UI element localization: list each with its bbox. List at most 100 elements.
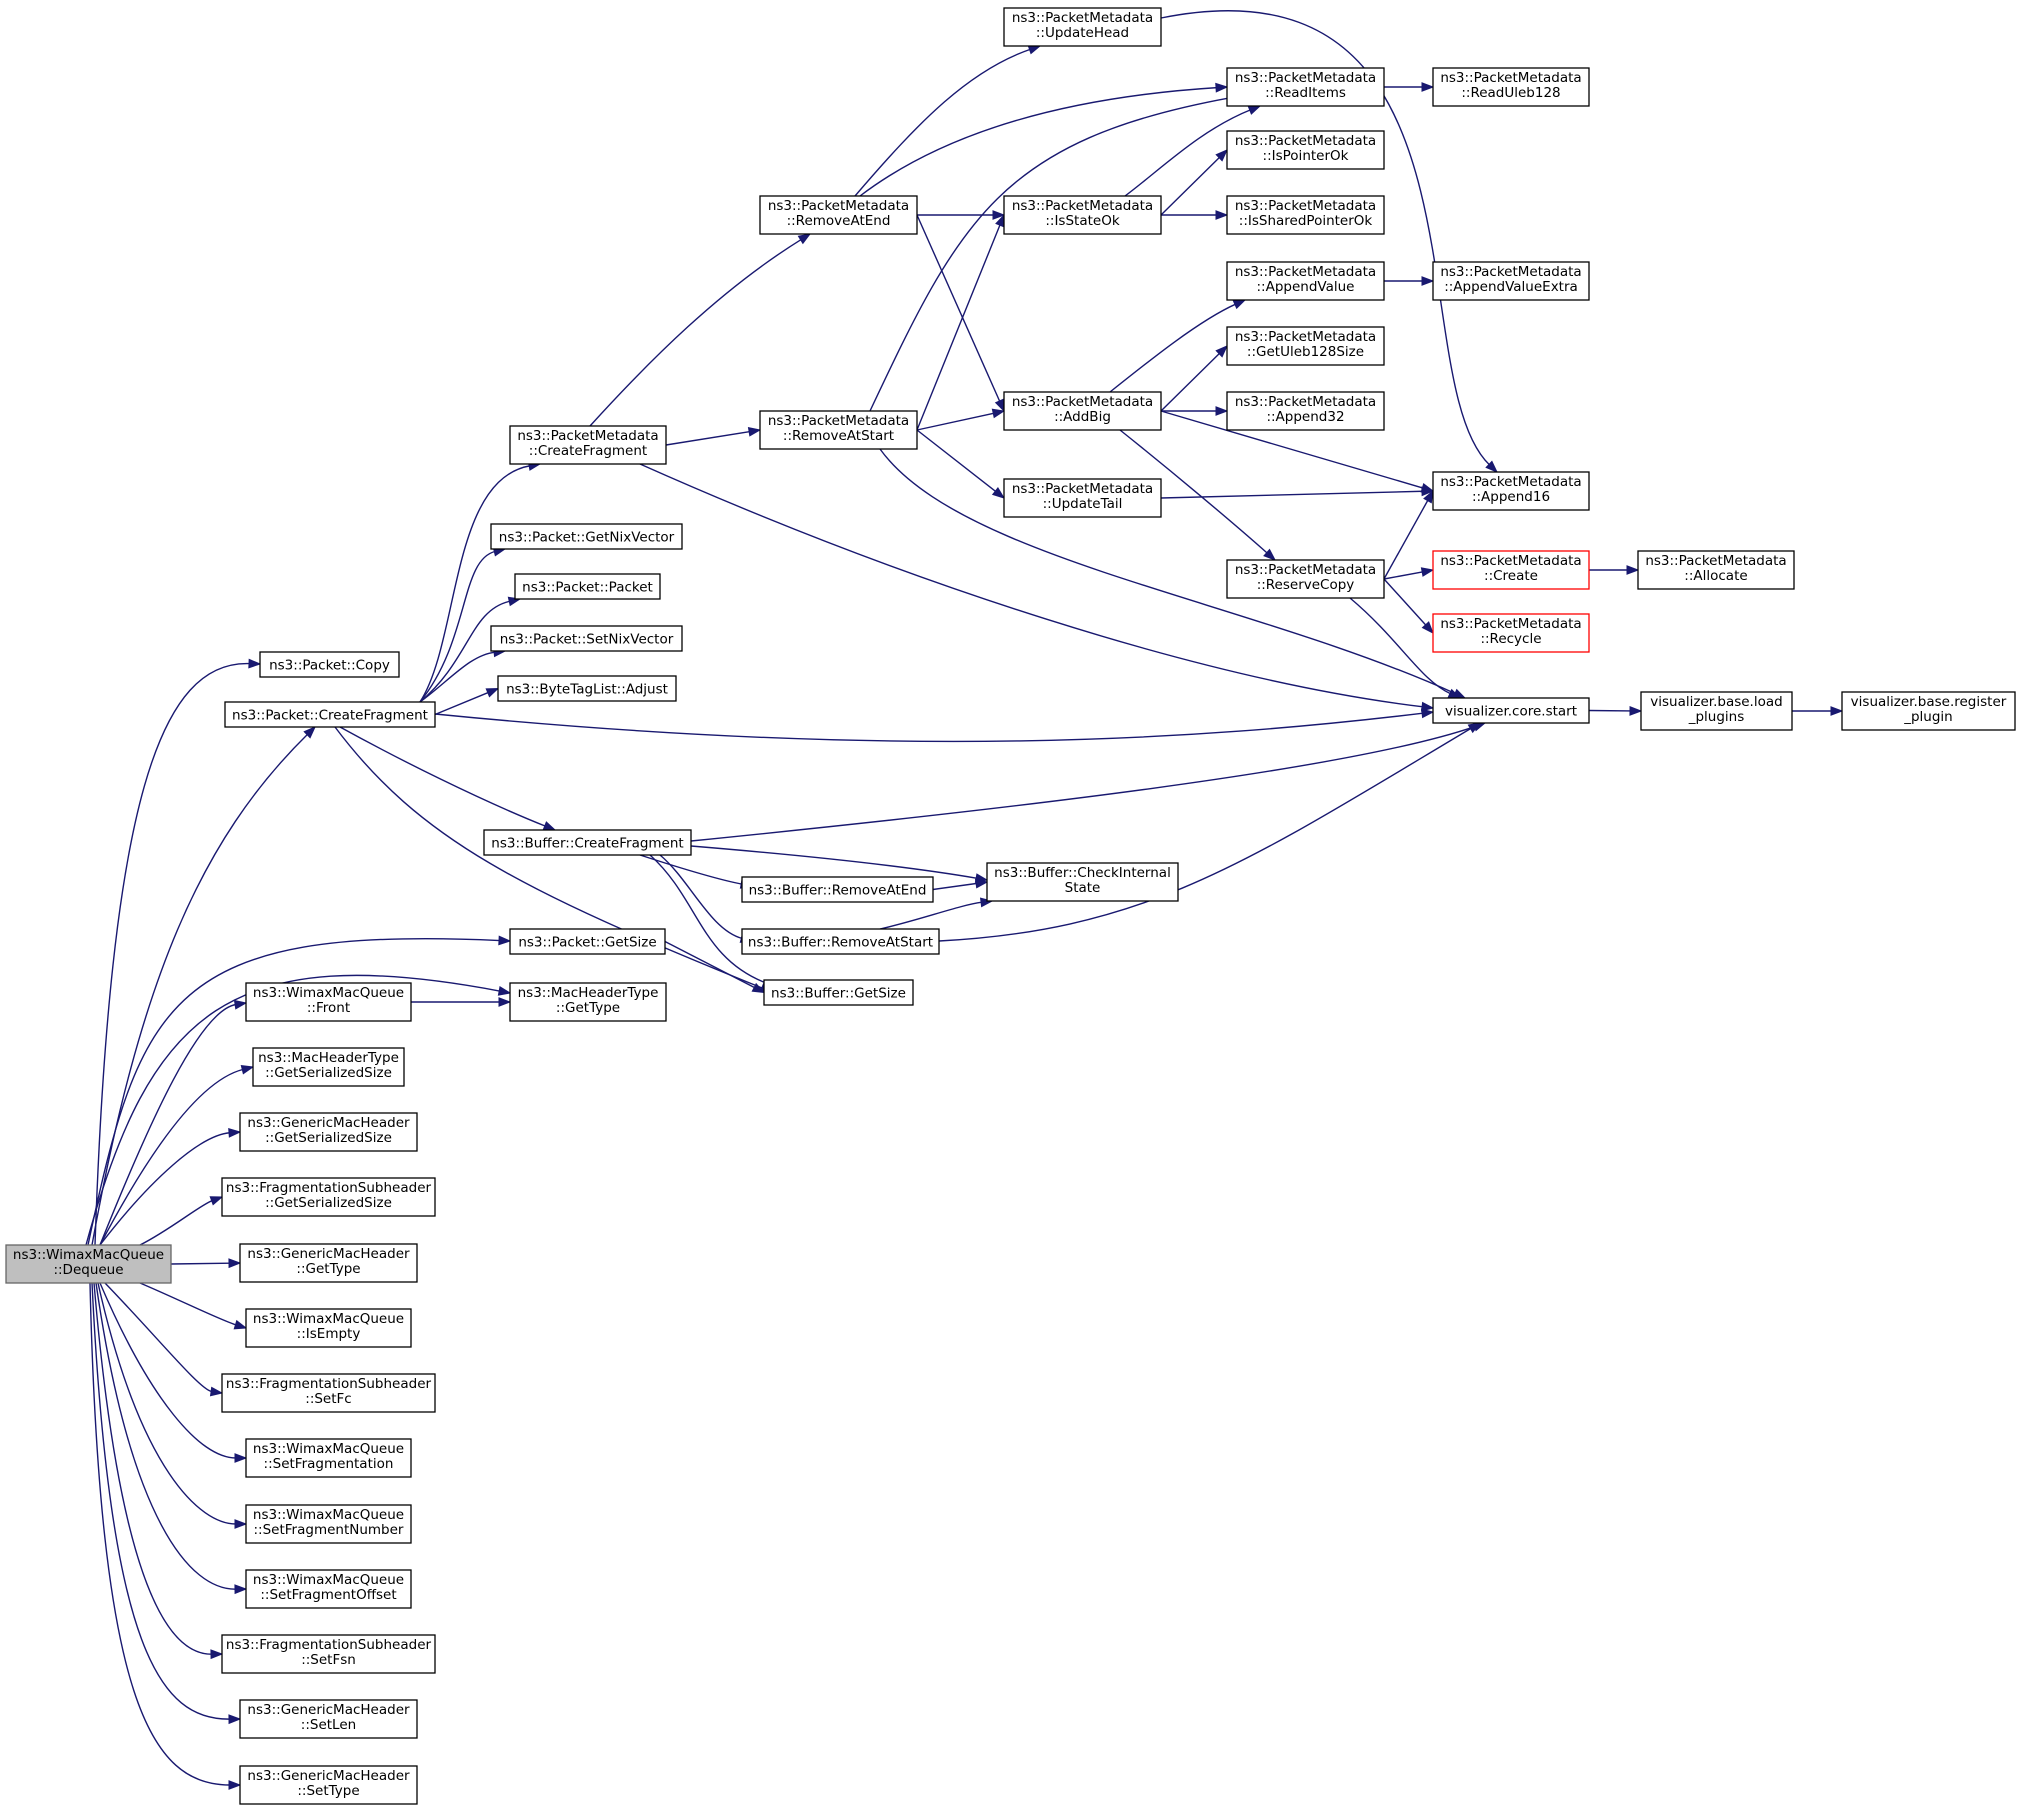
edge-p-cf-to-p-gnv: [419, 546, 507, 703]
node-pm-ispo[interactable]: ns3::PacketMetadata::IsSharedPointerOk: [1226, 195, 1385, 235]
node-pm-a16[interactable]: ns3::PacketMetadata::Append16: [1432, 471, 1590, 511]
node-label: ::AppendValue: [1257, 279, 1355, 295]
node-gmh-sl[interactable]: ns3::GenericMacHeader::SetLen: [239, 1699, 418, 1739]
node-p-packet[interactable]: ns3::Packet::Packet: [514, 573, 661, 600]
node-gmh-gss[interactable]: ns3::GenericMacHeader::GetSerializedSize: [239, 1112, 418, 1152]
node-mht-gss[interactable]: ns3::MacHeaderType::GetSerializedSize: [252, 1047, 405, 1087]
edge-pm-rc-to-pm-a16: [1383, 489, 1434, 580]
node-label: ns3::PacketMetadata: [1235, 198, 1376, 214]
edge-pm-uh-to-pm-a16: [1160, 10, 1499, 473]
node-pm-ri[interactable]: ns3::PacketMetadata::ReadItems: [1226, 67, 1385, 107]
node-label: ns3::PacketMetadata: [1440, 474, 1581, 490]
node-box: [509, 928, 666, 955]
node-gmh-st[interactable]: ns3::GenericMacHeader::SetType: [239, 1765, 418, 1805]
node-pm-ut[interactable]: ns3::PacketMetadata::UpdateTail: [1003, 478, 1162, 518]
node-label: ::GetUleb128Size: [1247, 344, 1364, 360]
node-label: ns3::PacketMetadata: [1012, 394, 1153, 410]
node-btl-adj[interactable]: ns3::ByteTagList::Adjust: [497, 675, 677, 702]
node-pm-rae[interactable]: ns3::PacketMetadata::RemoveAtEnd: [759, 195, 918, 235]
node-pm-ab[interactable]: ns3::PacketMetadata::AddBig: [1003, 391, 1162, 431]
node-box: [1003, 195, 1162, 235]
node-box: [1226, 391, 1385, 431]
node-pm-gu[interactable]: ns3::PacketMetadata::GetUleb128Size: [1226, 326, 1385, 366]
node-pm-ras[interactable]: ns3::PacketMetadata::RemoveAtStart: [759, 410, 918, 450]
node-fsh-gss[interactable]: ns3::FragmentationSubheader::GetSerializ…: [221, 1177, 436, 1217]
node-label: ns3::PacketMetadata: [1440, 616, 1581, 632]
node-box: [239, 1112, 418, 1152]
edge-pm-create-to-pm-alloc: [1589, 565, 1640, 575]
node-fsh-sfsn[interactable]: ns3::FragmentationSubheader::SetFsn: [221, 1634, 436, 1674]
node-label: ns3::PacketMetadata: [1440, 553, 1581, 569]
node-label: ns3::FragmentationSubheader: [226, 1637, 432, 1653]
node-wmq-front[interactable]: ns3::WimaxMacQueue::Front: [245, 982, 412, 1022]
edge-dequeue-to-fsh-sfsn: [93, 1282, 224, 1660]
node-pm-iso[interactable]: ns3::PacketMetadata::IsStateOk: [1003, 195, 1162, 235]
node-p-gs[interactable]: ns3::Packet::GetSize: [509, 928, 666, 955]
node-pm-create[interactable]: ns3::PacketMetadata::Create: [1432, 550, 1590, 590]
node-box: [252, 1047, 405, 1087]
node-pm-uh[interactable]: ns3::PacketMetadata::UpdateHead: [1003, 7, 1162, 47]
edge-pm-rc-to-vcs: [1349, 597, 1462, 699]
node-box: [1841, 691, 2016, 731]
node-dequeue[interactable]: ns3::WimaxMacQueue::Dequeue: [5, 1244, 172, 1284]
node-p-gnv[interactable]: ns3::Packet::GetNixVector: [490, 523, 683, 550]
edge-dequeue-to-gmh-gss: [99, 1127, 242, 1246]
node-label: ::Append32: [1266, 409, 1344, 425]
node-label: ::UpdateTail: [1043, 496, 1123, 512]
node-label: visualizer.base.load: [1650, 694, 1782, 710]
node-pm-rc[interactable]: ns3::PacketMetadata::ReserveCopy: [1226, 559, 1385, 599]
node-box: [1003, 391, 1162, 431]
node-label: ns3::PacketMetadata: [1235, 562, 1376, 578]
node-pm-a32[interactable]: ns3::PacketMetadata::Append32: [1226, 391, 1385, 431]
node-pm-recycle[interactable]: ns3::PacketMetadata::Recycle: [1432, 613, 1590, 653]
node-pm-ru[interactable]: ns3::PacketMetadata::ReadUleb128: [1432, 67, 1590, 107]
node-box: [224, 701, 436, 728]
node-label: ns3::PacketMetadata: [517, 428, 658, 444]
node-wmq-ie[interactable]: ns3::WimaxMacQueue::IsEmpty: [245, 1308, 412, 1348]
node-gmh-gt[interactable]: ns3::GenericMacHeader::GetType: [239, 1243, 418, 1283]
node-wmq-sfo[interactable]: ns3::WimaxMacQueue::SetFragmentOffset: [245, 1569, 412, 1609]
node-pm-av[interactable]: ns3::PacketMetadata::AppendValue: [1226, 261, 1385, 301]
node-box: [1226, 559, 1385, 599]
node-mht-gt[interactable]: ns3::MacHeaderType::GetType: [509, 982, 667, 1022]
node-b-cf[interactable]: ns3::Buffer::CreateFragment: [483, 829, 692, 856]
node-label: ::Dequeue: [53, 1262, 123, 1278]
node-pm-ave[interactable]: ns3::PacketMetadata::AppendValueExtra: [1432, 261, 1590, 301]
node-p-snv[interactable]: ns3::Packet::SetNixVector: [490, 625, 683, 652]
edge-dequeue-to-p-gs: [87, 935, 512, 1246]
edge-dequeue-to-gmh-st: [89, 1282, 242, 1790]
node-b-ras[interactable]: ns3::Buffer::RemoveAtStart: [741, 928, 940, 955]
node-label: ns3::FragmentationSubheader: [226, 1376, 432, 1392]
node-box: [245, 1308, 412, 1348]
edge-pm-rae-to-pm-iso: [917, 210, 1006, 220]
node-wmq-sfn[interactable]: ns3::WimaxMacQueue::SetFragmentNumber: [245, 1504, 412, 1544]
node-pm-alloc[interactable]: ns3::PacketMetadata::Allocate: [1637, 550, 1795, 590]
node-box: [1637, 550, 1795, 590]
node-vbrp[interactable]: visualizer.base.register_plugin: [1841, 691, 2016, 731]
node-pm-cf[interactable]: ns3::PacketMetadata::CreateFragment: [509, 425, 667, 465]
node-vcs[interactable]: visualizer.core.start: [1432, 697, 1590, 724]
edge-pm-rc-to-pm-recycle: [1383, 578, 1434, 635]
node-b-rae[interactable]: ns3::Buffer::RemoveAtEnd: [741, 876, 934, 903]
node-fsh-sfc[interactable]: ns3::FragmentationSubheader::SetFc: [221, 1373, 436, 1413]
edge-p-cf-to-vcs: [434, 708, 1435, 743]
node-p-cf[interactable]: ns3::Packet::CreateFragment: [224, 701, 436, 728]
node-pm-ipo[interactable]: ns3::PacketMetadata::IsPointerOk: [1226, 130, 1385, 170]
edge-pm-ut-to-pm-a16: [1160, 486, 1435, 499]
edge-pm-iso-to-pm-ipo: [1160, 149, 1228, 216]
node-box: [245, 1438, 412, 1478]
node-box: [1226, 195, 1385, 235]
node-label: ::IsEmpty: [297, 1326, 361, 1342]
node-box: [1432, 613, 1590, 653]
node-label: ns3::Packet::SetNixVector: [500, 632, 674, 648]
node-vblp[interactable]: visualizer.base.load_plugins: [1640, 691, 1793, 731]
edge-pm-ri-to-pm-ru: [1384, 82, 1435, 92]
node-box: [497, 675, 677, 702]
node-box: [483, 829, 692, 856]
node-p-copy[interactable]: ns3::Packet::Copy: [259, 651, 400, 678]
node-wmq-sf[interactable]: ns3::WimaxMacQueue::SetFragmentation: [245, 1438, 412, 1478]
node-b-gs[interactable]: ns3::Buffer::GetSize: [763, 979, 914, 1006]
edge-dequeue-to-wmq-sfo: [95, 1282, 248, 1595]
edge-vblp-to-vbrp: [1792, 706, 1844, 716]
